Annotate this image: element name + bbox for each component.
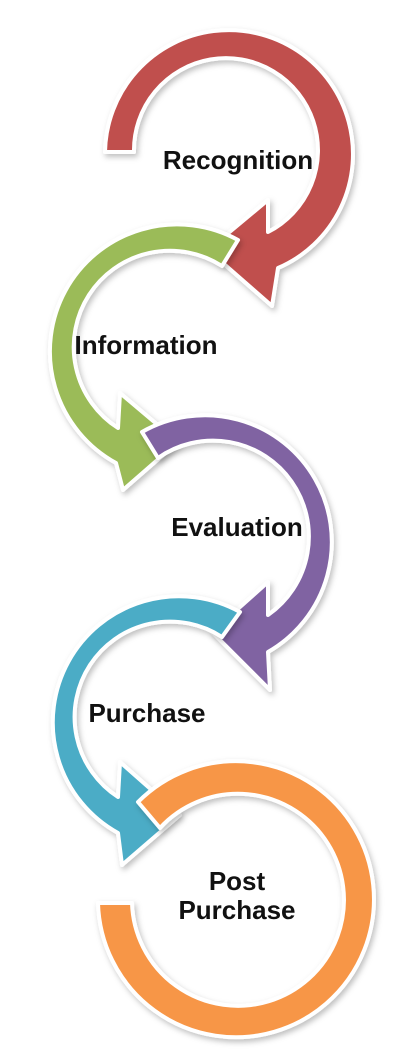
post-purchase-ring xyxy=(96,759,376,1040)
post-purchase-label-line-1: Post xyxy=(209,866,266,896)
information-arrow xyxy=(47,222,240,492)
recognition-arrow xyxy=(103,28,355,308)
recognition-label: Recognition xyxy=(163,145,313,175)
evaluation-label: Evaluation xyxy=(171,512,302,542)
purchase-stage xyxy=(50,594,242,867)
information-label: Information xyxy=(75,330,218,360)
evaluation-arrow xyxy=(140,413,334,692)
evaluation-stage xyxy=(140,413,334,692)
post-purchase-stage xyxy=(96,759,376,1040)
purchase-label: Purchase xyxy=(88,698,205,728)
purchase-arrow xyxy=(50,594,242,867)
information-stage xyxy=(47,222,240,492)
post-purchase-label-line-2: Purchase xyxy=(178,895,295,925)
recognition-stage xyxy=(103,28,355,308)
